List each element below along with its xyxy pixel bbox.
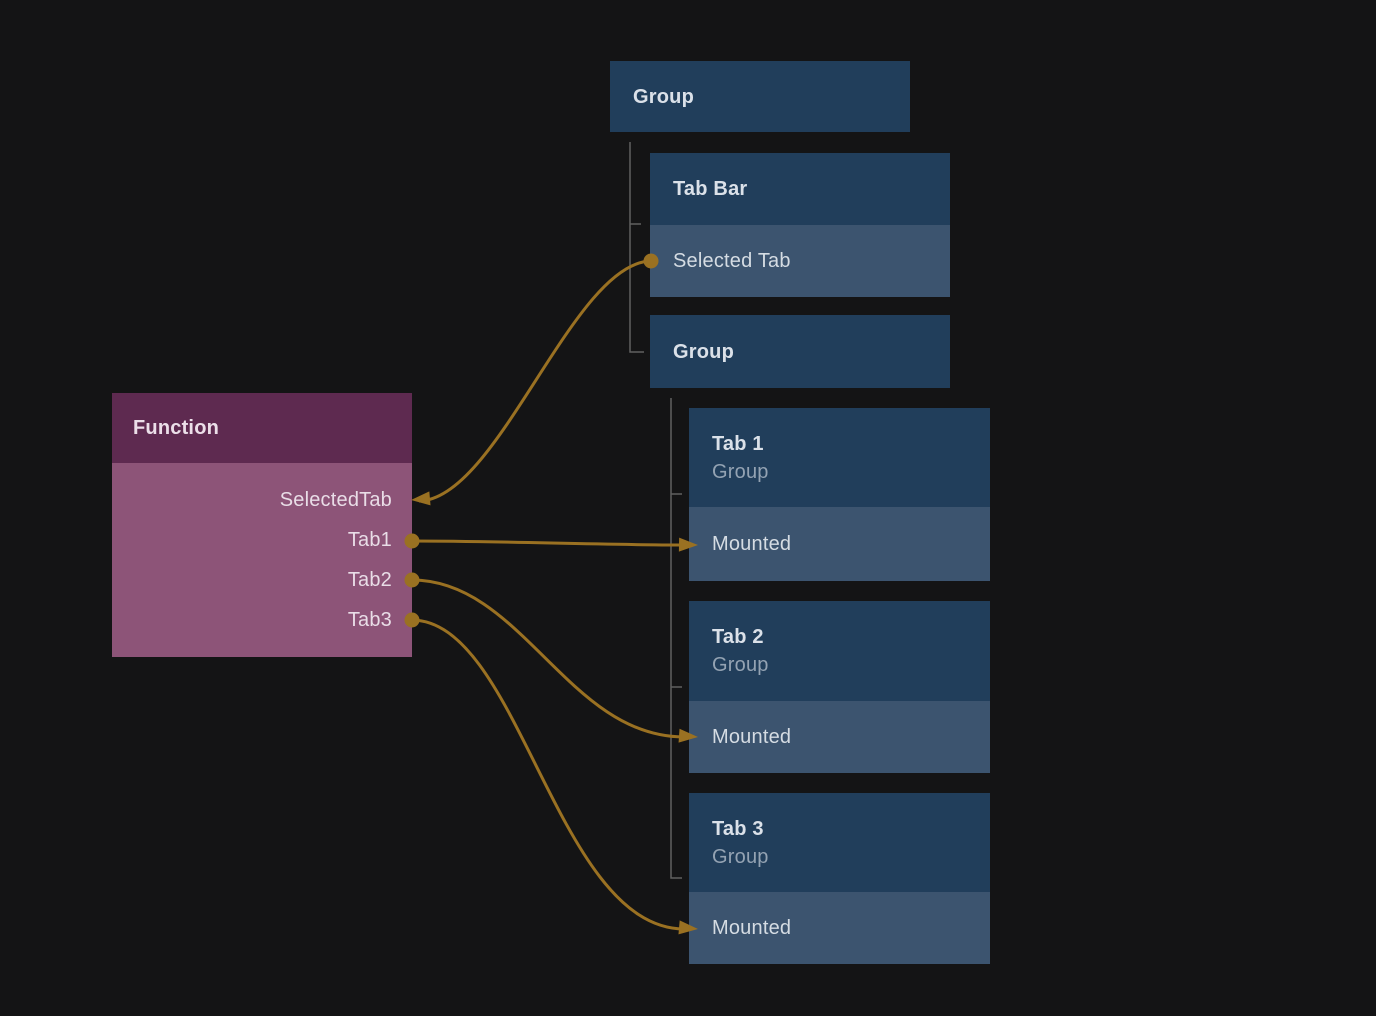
port-label-tab2: Tab2 bbox=[347, 568, 392, 591]
port-row-tab3[interactable]: Tab3 bbox=[112, 600, 412, 640]
node-tab-1-title: Tab 1 bbox=[712, 432, 764, 455]
port-label-tab3: Tab3 bbox=[347, 608, 392, 631]
row-tab-1-mounted[interactable]: Mounted bbox=[689, 507, 990, 581]
wire-tab2-to-mounted[interactable] bbox=[411, 578, 685, 739]
row-tab-2-mounted[interactable]: Mounted bbox=[689, 701, 990, 773]
wire-selected-tab-to-selectedtab[interactable] bbox=[418, 259, 652, 503]
row-tab-2-mounted-label: Mounted bbox=[712, 725, 792, 748]
node-tab-3-title: Tab 3 bbox=[712, 817, 764, 840]
wire-selected-tab-to-selectedtab-arrowhead bbox=[411, 491, 431, 506]
node-tab-2-title: Tab 2 bbox=[712, 626, 764, 648]
port-label-tab1: Tab1 bbox=[347, 528, 392, 551]
node-function-title: Function bbox=[133, 416, 220, 439]
port-row-selectedtab[interactable]: SelectedTab bbox=[112, 480, 412, 520]
row-tab-1-mounted-label: Mounted bbox=[712, 532, 792, 555]
row-tab-3-mounted-label: Mounted bbox=[712, 916, 792, 939]
node-group-top[interactable]: Group bbox=[610, 61, 910, 132]
node-function[interactable]: Function SelectedTab Tab1 Tab2 Tab3 bbox=[112, 393, 412, 657]
tree-line-root bbox=[629, 142, 644, 353]
node-tab-3[interactable]: Tab 3 Group Mounted bbox=[689, 793, 990, 964]
node-group-top-title: Group bbox=[633, 85, 694, 108]
row-selected-tab[interactable]: Selected Tab bbox=[650, 225, 950, 297]
node-group-inner[interactable]: Group bbox=[650, 315, 950, 388]
node-tab-1-subtitle: Group bbox=[712, 460, 769, 483]
node-group-inner-title: Group bbox=[673, 340, 734, 363]
row-selected-tab-label: Selected Tab bbox=[673, 249, 791, 272]
node-tab-1[interactable]: Tab 1 Group Mounted bbox=[689, 408, 990, 581]
node-tab-2-subtitle: Group bbox=[712, 654, 769, 676]
node-tab-bar[interactable]: Tab Bar Selected Tab bbox=[650, 153, 950, 297]
node-tab-2[interactable]: Tab 2 Group Mounted bbox=[689, 601, 990, 773]
wire-tab1-to-mounted[interactable] bbox=[411, 539, 685, 547]
row-tab-3-mounted[interactable]: Mounted bbox=[689, 892, 990, 964]
node-tab-bar-title: Tab Bar bbox=[673, 178, 748, 200]
port-label-selectedtab: SelectedTab bbox=[279, 488, 392, 511]
wire-tab3-to-mounted[interactable] bbox=[411, 618, 685, 931]
port-row-tab1[interactable]: Tab1 bbox=[112, 520, 412, 560]
node-tab-3-subtitle: Group bbox=[712, 845, 769, 868]
tree-line-inner-group bbox=[670, 398, 682, 879]
port-row-tab2[interactable]: Tab2 bbox=[112, 560, 412, 600]
